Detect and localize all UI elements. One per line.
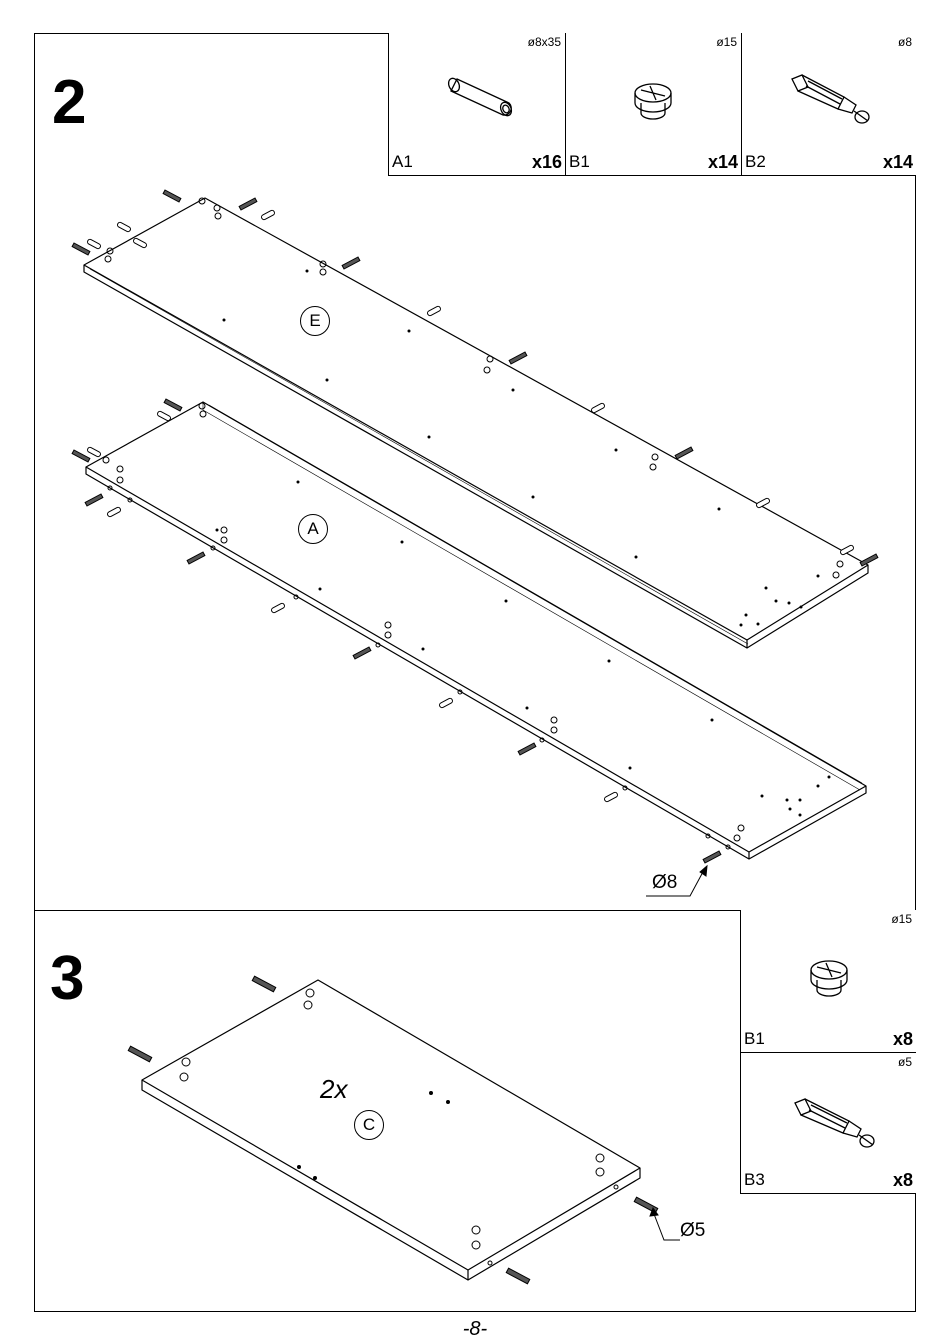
step-2-number: 2 [52, 68, 87, 137]
part-b3-cell: ø5 B3 x8 [740, 1053, 916, 1194]
part-code: B1 [744, 1029, 765, 1048]
cam-lock-icon [634, 83, 672, 120]
part-quantity: x16 [531, 152, 562, 172]
step-3-number: 3 [50, 944, 85, 1013]
part-code: A1 [392, 152, 413, 171]
panel-c-label: C [354, 1110, 384, 1140]
part-code: B3 [744, 1170, 765, 1189]
part-dimension: ø8 [897, 35, 912, 49]
hole-diameter-8: Ø8 [652, 872, 678, 893]
part-b2-cell: ø8 B2 x14 [741, 33, 916, 176]
part-b1-cell: ø15 B1 x14 [565, 33, 741, 176]
step-divider [34, 910, 916, 911]
part-dimension: ø8x35 [527, 35, 561, 49]
part-a1-cell: ø8x35 A1 x16 [388, 33, 565, 176]
cam-lock-icon [810, 960, 848, 997]
wooden-dowel-icon [447, 77, 513, 117]
cam-bolt-icon [794, 1098, 875, 1148]
part-quantity: x8 [892, 1029, 913, 1049]
part-code: B1 [569, 152, 590, 171]
page-number: -8- [462, 1318, 488, 1340]
part-quantity: x8 [892, 1170, 913, 1190]
part-quantity: x14 [707, 152, 738, 172]
part-dimension: ø15 [891, 912, 912, 926]
part-code: B2 [745, 152, 766, 171]
part-quantity: x14 [882, 152, 913, 172]
part-dimension: ø5 [897, 1055, 912, 1069]
part-dimension: ø15 [716, 35, 737, 49]
hole-diameter-5: Ø5 [680, 1220, 706, 1241]
part-b1-cell: ø15 B1 x8 [740, 910, 916, 1053]
panel-e-label: E [300, 306, 330, 336]
cam-bolt-icon [791, 74, 870, 124]
quantity-multiplier: 2x [320, 1074, 348, 1104]
panel-a-label: A [298, 514, 328, 544]
